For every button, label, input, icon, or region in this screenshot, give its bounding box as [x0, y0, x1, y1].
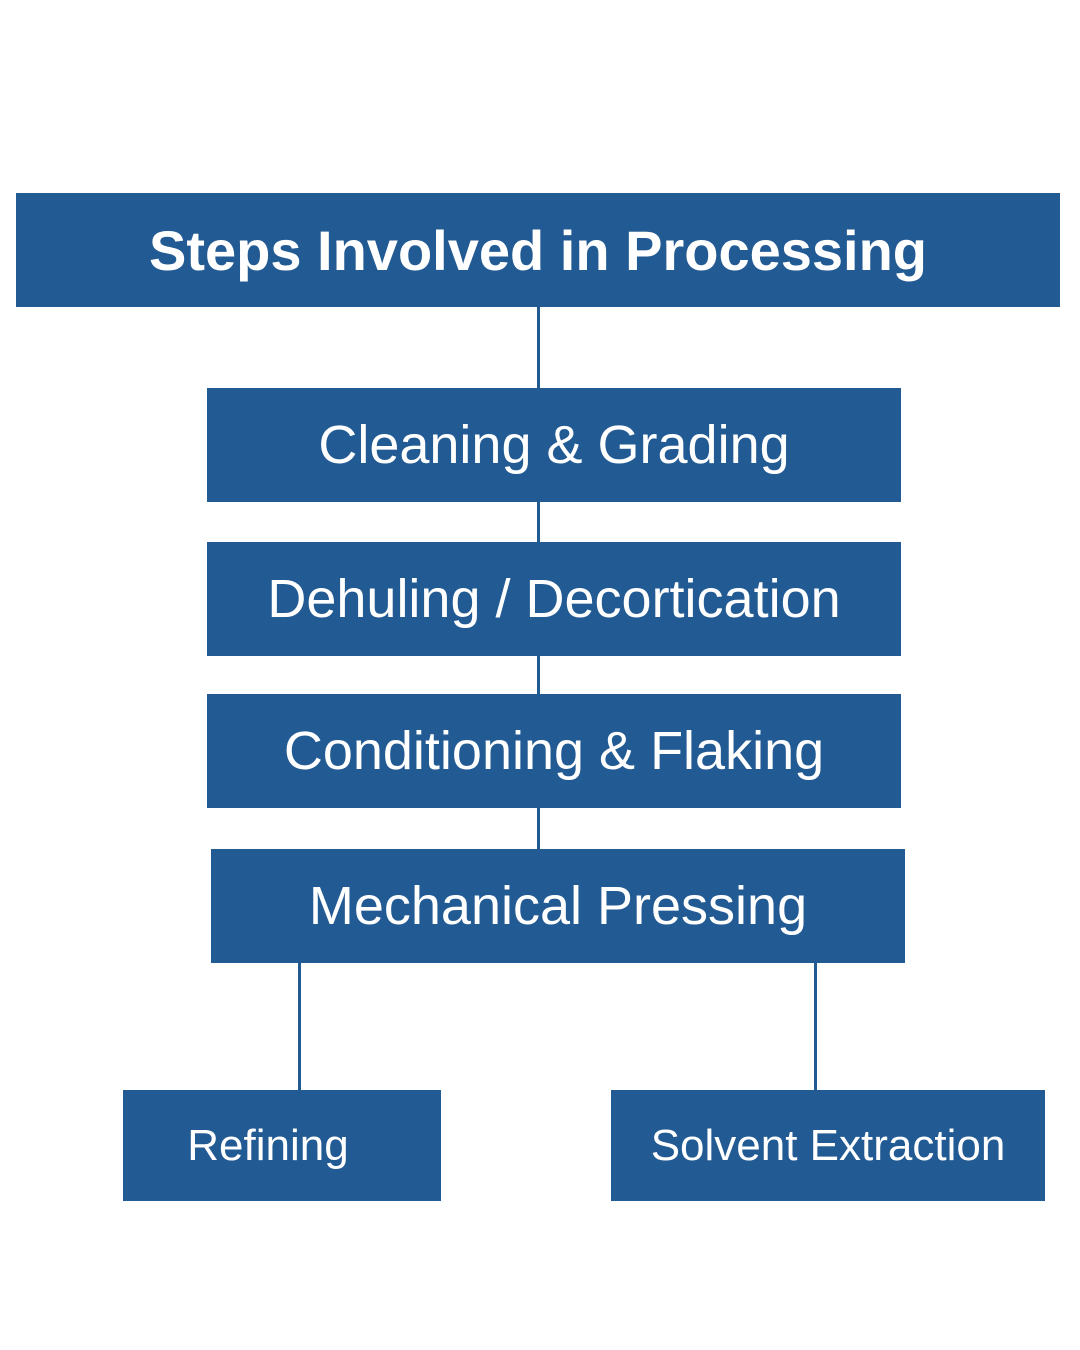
step-label: Conditioning & Flaking [283, 721, 825, 781]
branch-refining: Refining [123, 1090, 441, 1201]
connector-cleaning-to-dehuling [537, 502, 540, 542]
diagram-title: Steps Involved in Processing [16, 193, 1060, 307]
branch-solvent-extraction: Solvent Extraction [611, 1090, 1045, 1201]
step-mechanical-pressing: Mechanical Pressing [211, 849, 905, 963]
connector-dehuling-to-conditioning [537, 656, 540, 694]
step-conditioning-flaking: Conditioning & Flaking [207, 694, 901, 808]
connector-conditioning-to-pressing [537, 808, 540, 849]
branch-label: Refining [187, 1120, 349, 1170]
branch-label: Solvent Extraction [650, 1120, 1006, 1170]
step-label: Dehuling / Decortication [267, 569, 841, 629]
step-label: Mechanical Pressing [308, 876, 808, 936]
connector-title-to-cleaning [537, 307, 540, 388]
title-text: Steps Involved in Processing [148, 218, 927, 282]
step-label: Cleaning & Grading [318, 415, 790, 475]
connector-pressing-to-solvent [814, 963, 817, 1090]
connector-pressing-to-refining [298, 963, 301, 1090]
step-dehuling-decortication: Dehuling / Decortication [207, 542, 901, 656]
step-cleaning-grading: Cleaning & Grading [207, 388, 901, 502]
